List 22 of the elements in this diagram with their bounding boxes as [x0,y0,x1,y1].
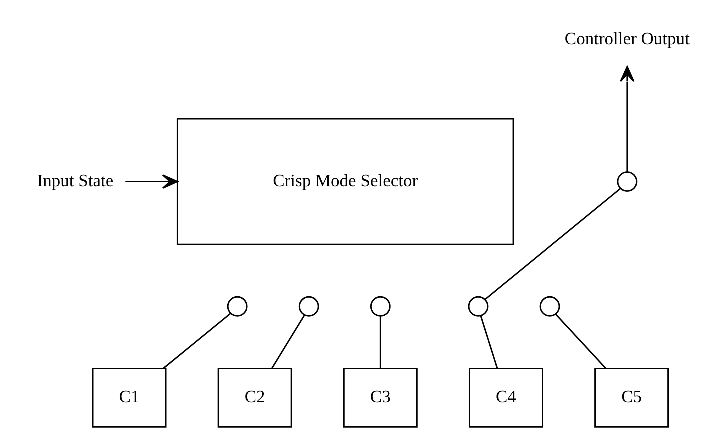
connector [163,313,232,370]
connector [484,188,622,300]
arrow [620,66,635,172]
node-text: Controller Output [564,28,690,49]
arrow [126,174,178,190]
node-circle [370,296,391,317]
node-circle [298,296,320,317]
node-circle [227,296,248,317]
node-box: C4 [469,368,544,428]
connector [380,316,382,368]
node-box: Crisp Mode Selector [176,118,514,246]
node-box: C5 [594,368,670,428]
connector [480,316,498,369]
connector [555,314,606,369]
node-box: C2 [218,368,292,428]
node-circle [468,296,489,317]
node-box: C1 [92,368,167,428]
node-circle [540,296,560,317]
node-circle [617,172,638,192]
node-box: C3 [343,368,418,428]
connector [272,314,306,369]
node-text: Input State [37,170,114,190]
